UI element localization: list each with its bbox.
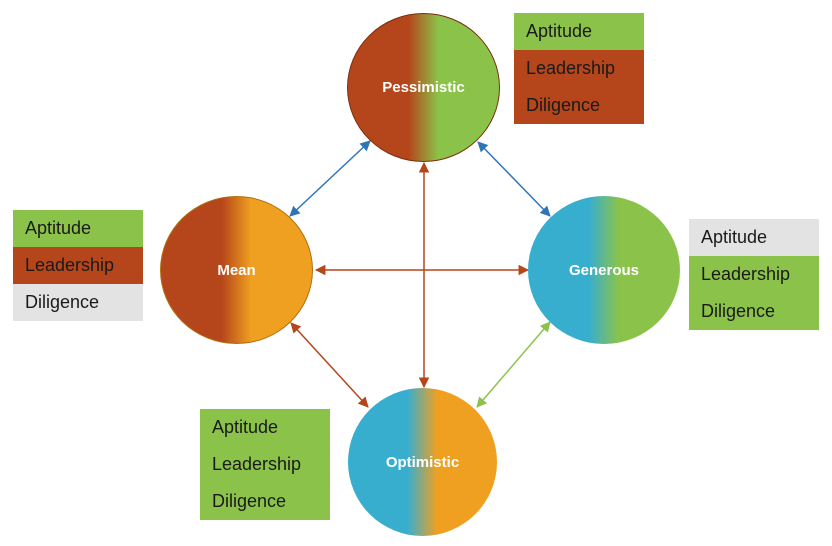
- attribute-row: Aptitude: [689, 219, 819, 256]
- node-generous: Generous: [528, 196, 680, 344]
- attribute-row: Diligence: [13, 284, 143, 321]
- connector-pessimistic-generous: [477, 141, 551, 217]
- node-mean: Mean: [160, 196, 313, 344]
- attribute-row: Diligence: [689, 293, 819, 330]
- attribute-row: Leadership: [13, 247, 143, 284]
- node-label-mean: Mean: [217, 261, 256, 279]
- node-pessimistic: Pessimistic: [347, 13, 500, 162]
- attribute-box-generous: Aptitude Leadership Diligence: [689, 219, 819, 330]
- node-label-optimistic: Optimistic: [385, 453, 460, 471]
- attribute-row: Diligence: [200, 483, 330, 520]
- attribute-box-pessimistic: Aptitude Leadership Diligence: [514, 13, 644, 124]
- attribute-box-mean: Aptitude Leadership Diligence: [13, 210, 143, 321]
- attribute-box-optimistic: Aptitude Leadership Diligence: [200, 409, 330, 520]
- attribute-row: Leadership: [514, 50, 644, 87]
- connector-generous-optimistic: [476, 321, 551, 408]
- attribute-row: Leadership: [689, 256, 819, 293]
- attribute-row: Aptitude: [200, 409, 330, 446]
- attribute-row: Aptitude: [514, 13, 644, 50]
- attribute-row: Diligence: [514, 87, 644, 124]
- attribute-row: Aptitude: [13, 210, 143, 247]
- connector-mean-optimistic: [290, 322, 369, 408]
- node-label-pessimistic: Pessimistic: [382, 79, 465, 96]
- node-optimistic: Optimistic: [348, 388, 497, 536]
- attribute-row: Leadership: [200, 446, 330, 483]
- node-label-generous: Generous: [568, 261, 640, 279]
- connector-pessimistic-mean: [289, 140, 371, 217]
